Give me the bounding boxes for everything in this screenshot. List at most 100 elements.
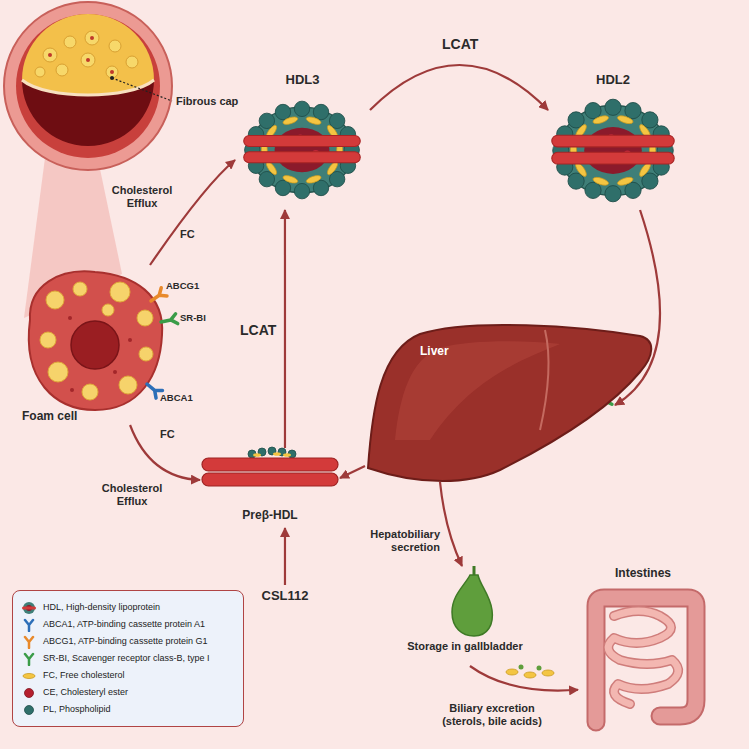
liver [368, 325, 651, 481]
foam-cell [73, 282, 87, 296]
diagram-node: Preβ-HDL [200, 448, 340, 528]
foam-cell [40, 282, 153, 400]
artery-cross-section [81, 53, 95, 67]
artery-cross-section [48, 36, 114, 74]
artery-cross-section [35, 31, 138, 78]
flow-arrow [340, 466, 365, 478]
legend-row: HDL, High-density lipoprotein [21, 599, 235, 616]
gallbladder [452, 566, 492, 636]
liver [395, 341, 560, 440]
flow-arrow [284, 528, 286, 585]
edge-label: LCAT [440, 36, 480, 53]
artery-cross-section [112, 78, 172, 101]
bile-particles [506, 669, 518, 675]
bile-particles [524, 672, 536, 678]
bile-particles [506, 665, 554, 679]
receptors [148, 288, 167, 305]
legend-icon [21, 618, 37, 632]
foam-cell [137, 310, 153, 326]
legend-text: FC, Free cholesterol [43, 670, 125, 680]
flow-arrow [284, 210, 286, 448]
flow-arrow [470, 666, 578, 691]
foam-cell [119, 376, 137, 394]
foam-cell [46, 291, 64, 309]
diagram-node: HDL2 [548, 70, 678, 210]
artery-cross-section [22, 80, 154, 95]
foam-cell [71, 321, 119, 369]
receptors [144, 380, 163, 398]
foam-cell [40, 332, 56, 348]
intestines [596, 598, 696, 722]
prebeta-disc [273, 452, 281, 456]
artery-cross-section [4, 2, 172, 170]
intestines [596, 598, 696, 722]
legend-text: CE, Cholesteryl ester [43, 687, 128, 697]
hdl-particles [552, 99, 674, 202]
artery-cross-section [64, 36, 76, 48]
hdl-particles [244, 99, 674, 202]
liver [540, 330, 549, 430]
artery-cross-section [109, 40, 121, 52]
legend-icon [21, 635, 37, 649]
annotation-label: ABCG1 [166, 280, 199, 291]
hdl-particles [244, 101, 361, 199]
foam-cell [68, 316, 72, 320]
artery-cross-section [110, 70, 114, 74]
legend-icon [22, 606, 36, 609]
edge-label: Hepatobiliary secretion [348, 528, 442, 554]
legend-icon [21, 703, 37, 717]
legend-text: HDL, High-density lipoprotein [43, 602, 160, 612]
annotation-label: ABCA1 [160, 392, 193, 403]
artery-cross-section [48, 53, 52, 57]
legend-icon [21, 669, 37, 683]
artery-cross-section [85, 31, 99, 45]
intestines [596, 598, 696, 722]
legend-text: ABCA1, ATP-binding cassette protein A1 [43, 619, 205, 629]
artery-cross-section [4, 2, 172, 170]
artery-cross-section [126, 56, 138, 68]
diagram-node: Storage in gallbladder [390, 566, 540, 666]
annotation-label: Fibrous cap [176, 95, 238, 108]
legend-row: CE, Cholesteryl ester [21, 684, 235, 701]
legend-row: SR-BI, Scavenger receptor class-B, type … [21, 650, 235, 667]
receptors [148, 288, 167, 305]
flow-arrow [370, 65, 548, 110]
prebeta-disc [283, 453, 291, 457]
legend-row: FC, Free cholesterol [21, 667, 235, 684]
legend-icon [25, 705, 34, 714]
artery-cross-section [43, 48, 57, 62]
legend-icon [23, 602, 35, 614]
node-label: CSL112 [250, 588, 320, 604]
artery-cross-section [16, 14, 160, 158]
legend-icon [25, 654, 33, 665]
legend-icon [21, 686, 37, 700]
legend-icon [25, 688, 34, 697]
artery-cross-section [86, 58, 90, 62]
prebeta-disc [202, 473, 338, 486]
annotation-label: SR-BI [180, 312, 206, 323]
legend-icon [21, 652, 37, 666]
diagram-node: Foam cell [18, 265, 168, 425]
flow-arrow [150, 160, 235, 265]
node-label: Preβ-HDL [200, 508, 340, 522]
diagram-node: Liver [365, 322, 615, 482]
foam-cell [139, 347, 153, 361]
liver [368, 325, 651, 481]
flow-arrow [130, 425, 200, 480]
node-label: HDL3 [235, 72, 370, 88]
prebeta-disc [248, 447, 296, 458]
bile-particles [537, 666, 542, 671]
artery-cross-section [22, 80, 154, 146]
legend-text: ABCG1, ATP-binding cassette protein G1 [43, 636, 207, 646]
diagram-node: CSL112 [250, 585, 320, 607]
legend-icon [25, 620, 33, 631]
legend-text: PL, Phospholipid [43, 704, 111, 714]
edge-label: FC [178, 228, 197, 241]
annotation-label: Cholesterol Efflux [92, 482, 172, 508]
artery-cross-section [35, 67, 45, 77]
foam-cell [29, 271, 162, 410]
flow-arrow [440, 482, 462, 566]
edge-label: LCAT [238, 322, 278, 339]
